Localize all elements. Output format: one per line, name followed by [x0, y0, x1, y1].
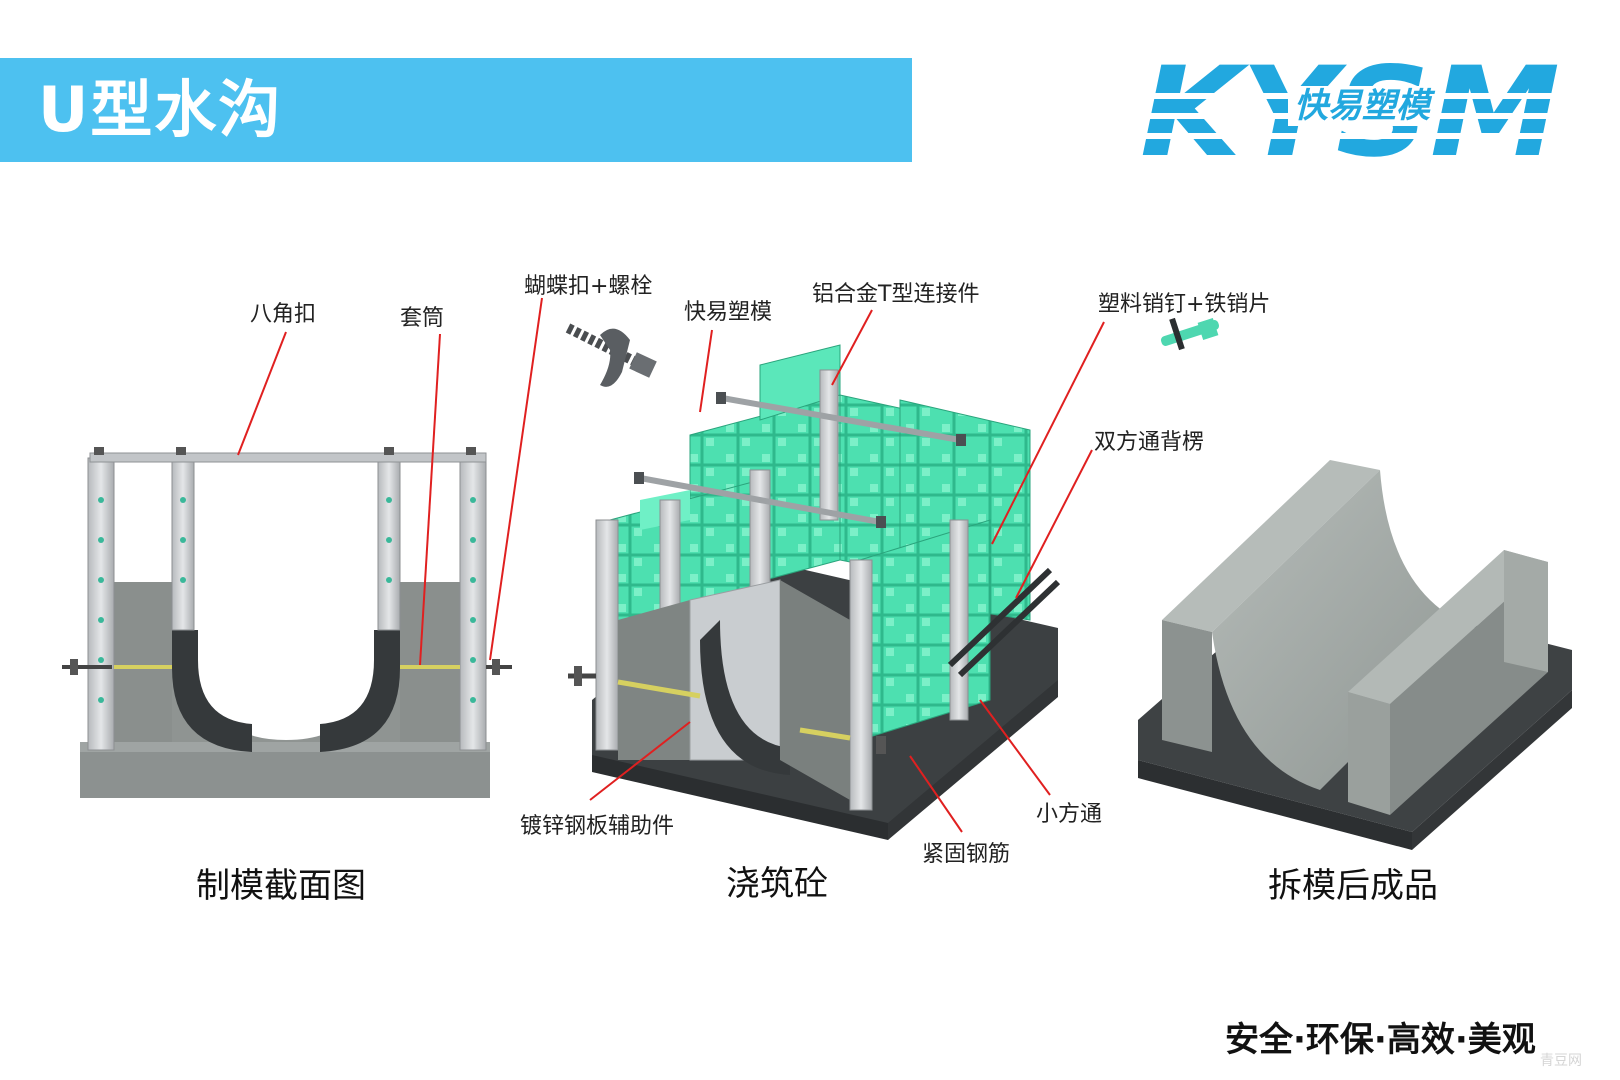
leader-fastening-rebar: [909, 755, 963, 833]
leader-sleeve: [419, 333, 441, 666]
butterfly-bolt-icon: [565, 323, 657, 387]
page-title: U型水沟: [38, 73, 283, 146]
label-butterfly-bolt: 蝴蝶扣+螺栓: [524, 274, 653, 299]
label-sleeve: 套筒: [400, 306, 445, 331]
kysm-logo: KYSM: [1140, 41, 1580, 185]
leader-plastic-pin: [991, 321, 1105, 545]
leader-t-connector: [831, 309, 873, 386]
label-galvanized-plate: 镀锌钢板辅助件: [520, 814, 675, 839]
label-small-tube: 小方通: [1036, 802, 1103, 827]
label-plastic-pin: 塑料销钉+铁销片: [1098, 292, 1271, 317]
label-fastening-rebar: 紧固钢筋: [922, 842, 1011, 867]
left-liner: [172, 630, 252, 752]
leader-small-tube: [979, 699, 1051, 796]
caption-pouring: 浇筑砼: [726, 864, 828, 904]
caption-section: 制模截面图: [196, 866, 366, 906]
slogan: 安全·环保·高效·美观: [1225, 1020, 1536, 1060]
top-crossbar: [89, 452, 487, 463]
label-double-tube: 双方通背楞: [1094, 430, 1205, 455]
label-t-connector: 铝合金T型连接件: [812, 282, 980, 307]
logo-subtitle: 快易塑模: [1288, 86, 1436, 126]
leader-octagon-clip: [237, 331, 287, 456]
leader-galvanized-plate: [589, 721, 691, 801]
leader-butterfly-bolt: [489, 297, 543, 661]
leader-double-tube: [1015, 449, 1093, 599]
formwork-assembly: [568, 344, 1061, 840]
label-octagon-clip: 八角扣: [250, 302, 317, 327]
plastic-pin-icon: [1160, 317, 1220, 351]
right-liner: [320, 630, 400, 752]
finished-channel: [1138, 460, 1572, 850]
caption-product: 拆模后成品: [1268, 866, 1438, 906]
title-banner: U型水沟: [0, 58, 912, 162]
leader-lines: [237, 297, 1105, 833]
section-view: [62, 447, 512, 798]
leader-plastic-formwork: [699, 329, 713, 413]
label-plastic-formwork: 快易塑模: [684, 300, 773, 325]
logo-wordmark: KYSM: [1140, 41, 1580, 185]
watermark: 青豆网: [1540, 1053, 1582, 1069]
